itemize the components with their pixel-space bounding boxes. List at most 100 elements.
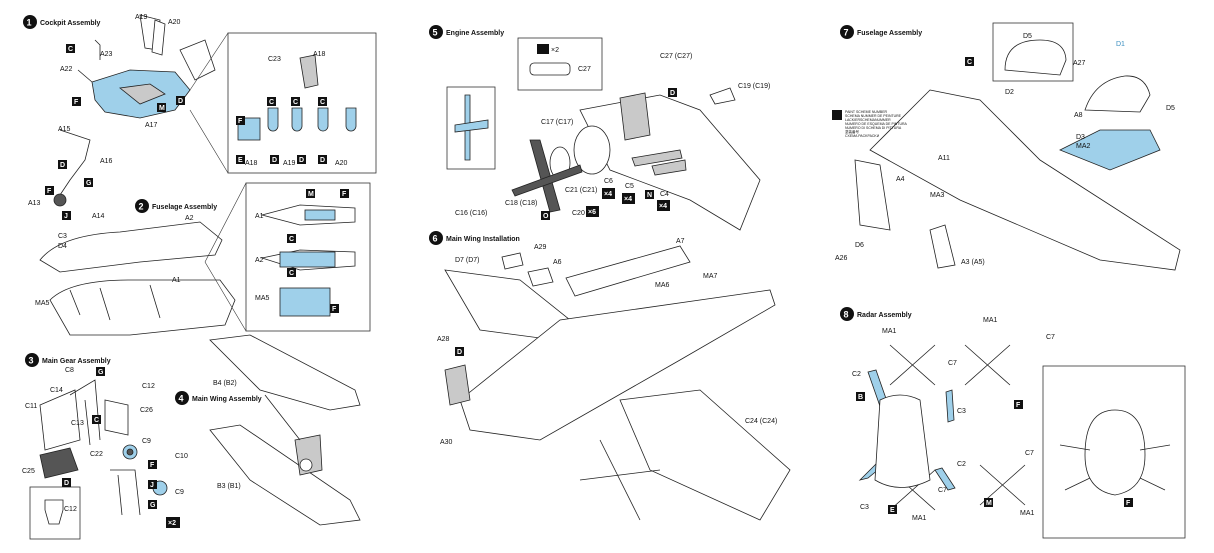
cockpit-detail-inset: [227, 32, 377, 174]
part-letter-badge: [148, 480, 157, 489]
step-title: Main Wing Assembly: [192, 396, 262, 403]
step-number: 8: [844, 310, 849, 320]
label: A14: [92, 213, 105, 220]
label: C3: [860, 504, 869, 511]
label: C27: [578, 66, 591, 73]
label: A13: [28, 200, 41, 207]
wing-lower: [209, 424, 361, 526]
label: C10: [175, 453, 188, 460]
label: D7 (D7): [455, 257, 480, 264]
qty-badge: [602, 188, 615, 199]
part-letter: C: [320, 99, 325, 106]
label: C14: [50, 387, 63, 394]
part-letter-badge: [318, 97, 327, 106]
part-letter: F: [74, 99, 79, 106]
step-5-engine: 5 Engine Assembly ×2 C27 C27 (C27) C19 (…: [429, 25, 770, 231]
part-letter-badge: [856, 392, 865, 401]
fuselage-center: [459, 289, 776, 441]
inset-console: [304, 209, 336, 221]
wheel-hub: [126, 448, 134, 456]
step-title: Engine Assembly: [446, 30, 504, 37]
part-letter-badge: [340, 189, 349, 198]
part-letter-badge: [148, 500, 157, 509]
exhaust-c5: [631, 149, 683, 167]
label: A28: [437, 336, 450, 343]
radar-antenna-ma1: [964, 344, 1011, 386]
part-letter-badge: [1124, 498, 1133, 507]
step-number: 4: [179, 394, 184, 404]
propeller-blade: [454, 119, 489, 133]
part-letter-badge: [62, 211, 71, 220]
step-number-badge: [175, 391, 189, 405]
spinner-c19: [709, 87, 736, 105]
step-number: 2: [139, 202, 144, 212]
part-letter-badge: [92, 415, 101, 424]
label: C3: [957, 408, 966, 415]
part-letter: E: [890, 507, 895, 514]
label: C13: [71, 420, 84, 427]
part-letter: F: [1126, 500, 1131, 507]
part-letter-badge: [668, 88, 677, 97]
part-letter: C: [269, 99, 274, 106]
leader: [264, 394, 301, 441]
part-c27: [529, 62, 571, 76]
part-letter-badge: [541, 211, 550, 220]
label: C18 (C18): [505, 200, 537, 207]
step-title: Radar Assembly: [857, 312, 912, 319]
step-3-main-gear: 3 Main Gear Assembly C8 C12 C14 C11 C13 …: [22, 353, 188, 540]
step-title: Fuselage Assembly: [152, 204, 217, 211]
label: C23: [268, 56, 281, 63]
label: A1: [255, 213, 264, 220]
part-a18: [299, 54, 319, 89]
step-number: 1: [27, 18, 32, 28]
step-number-badge: [840, 307, 854, 321]
part-letter-badge: [148, 460, 157, 469]
propeller: [579, 439, 661, 521]
qty-badge: [622, 193, 635, 204]
qty-text: ×4: [624, 196, 632, 203]
label: C17 (C17): [541, 119, 573, 126]
part-letter: G: [86, 180, 92, 187]
gear-leg: [59, 129, 91, 196]
step-number-badge: [135, 199, 149, 213]
label: C7: [1025, 450, 1034, 457]
label: A7: [676, 238, 685, 245]
label: D3: [1076, 134, 1085, 141]
label: MA1: [882, 328, 897, 335]
part-letter: J: [150, 482, 154, 489]
wing-upper: [209, 334, 361, 411]
part-letter: F: [342, 191, 347, 198]
part-letter-badge: [72, 97, 81, 106]
label: C25: [22, 468, 35, 475]
step-number-badge: [25, 353, 39, 367]
cockpit-seat: [119, 83, 166, 105]
part-letter-badge: [330, 304, 339, 313]
step-number: 3: [29, 356, 34, 366]
fuselage-detail-lines: [69, 284, 161, 321]
label: C2: [957, 461, 966, 468]
aircraft-assembled: [619, 389, 791, 521]
part-letter-badge: [45, 186, 54, 195]
part-letter: D: [272, 157, 277, 164]
part-letter: J: [64, 213, 68, 220]
tail-a3: [929, 224, 956, 269]
part-letter-badge: [66, 44, 75, 53]
part-letter-badge: [287, 268, 296, 277]
label: C3: [58, 233, 67, 240]
propeller-blade: [511, 164, 583, 197]
step-number-badge: [840, 25, 854, 39]
part-c25: [39, 447, 79, 479]
part-letter: F: [47, 188, 52, 195]
label: A30: [440, 439, 453, 446]
label: MA3: [930, 192, 945, 199]
step-title: Fuselage Assembly: [857, 30, 922, 37]
fuselage-assembled: [869, 89, 1181, 271]
label: C2: [852, 371, 861, 378]
paint-note-line: NUMERO DI SCHEMA DI PITTURA: [845, 126, 902, 130]
label: D6: [855, 242, 864, 249]
radar-antenna-ma1: [889, 344, 936, 386]
part-letter-badge: [306, 189, 315, 198]
paint-note-line: PAINT SCHEME NUMBER: [845, 110, 888, 114]
part-letter: D: [178, 98, 183, 105]
qty-badge: [166, 517, 180, 528]
